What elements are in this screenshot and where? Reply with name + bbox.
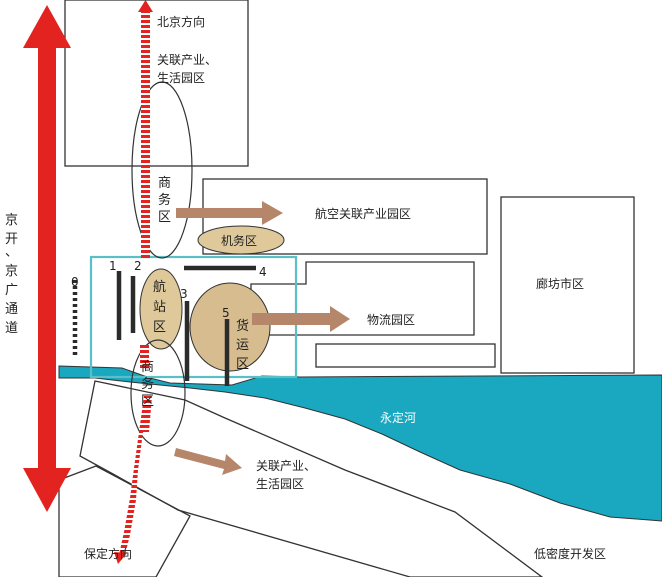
southwest-block [58, 465, 191, 577]
small-strip-block [315, 343, 496, 368]
corridor-arrowhead-down [23, 468, 71, 512]
south-axis-arrowhead [114, 552, 127, 564]
logistics-label: 物流园区 [367, 313, 415, 327]
cargo-zone [189, 282, 271, 372]
svg-text:区: 区 [141, 394, 154, 409]
south-industry-block [79, 380, 544, 577]
north-industry-label-1: 关联产业、 [157, 53, 217, 67]
corridor-label: 京 开 、 京 广 通 道 [5, 213, 18, 336]
corridor-arrowhead-up [23, 5, 71, 48]
svg-text:运: 运 [236, 338, 249, 353]
yongding-river-label: 永定河 [380, 410, 416, 425]
langfang-block [500, 196, 635, 374]
south-axis-line [119, 396, 152, 555]
baoding-direction-label: 保定方向 [84, 546, 132, 561]
svg-text:务: 务 [141, 376, 154, 392]
svg-text:航: 航 [153, 279, 166, 295]
runway-number-3: 3 [180, 287, 188, 301]
business-district-north-outline [131, 81, 193, 259]
svg-text:区: 区 [153, 320, 166, 335]
langfang-label: 廊坊市区 [536, 276, 584, 291]
beijing-direction-label: 北京方向 [157, 14, 205, 29]
yongding-river [58, 365, 662, 522]
runway-number-1: 1 [109, 259, 117, 273]
svg-text:、: 、 [5, 245, 18, 260]
svg-text:商: 商 [141, 360, 154, 375]
north-industry-label-2: 生活园区 [157, 71, 205, 85]
north-axis-line [141, 8, 150, 258]
south-industry-label-1: 关联产业、 [256, 459, 316, 473]
business-district-south-outline [130, 339, 186, 447]
north-axis-arrowhead [138, 0, 153, 12]
south-industry-arrow [174, 448, 242, 475]
business-district-north-label: 商 务 区 [158, 176, 171, 225]
airport-maintenance-zone [197, 225, 285, 255]
terminal-zone [139, 268, 183, 350]
runway-number-0: 0 [71, 275, 79, 289]
svg-text:商: 商 [158, 176, 171, 191]
svg-text:区: 区 [236, 357, 249, 372]
logistics-arrow [252, 306, 350, 332]
svg-text:站: 站 [153, 300, 166, 315]
corridor-arrow-shaft [38, 42, 56, 482]
svg-text:区: 区 [158, 210, 171, 225]
runway-number-4: 4 [259, 265, 267, 279]
airport-zone-label: 机务区 [221, 233, 257, 248]
aviation-industry-arrow [176, 201, 283, 225]
svg-text:道: 道 [5, 321, 18, 336]
svg-text:京: 京 [5, 213, 18, 228]
svg-text:开: 开 [5, 232, 18, 247]
runway-number-5: 5 [222, 306, 230, 320]
svg-text:广: 广 [5, 283, 18, 298]
south-industry-label-2: 生活园区 [256, 477, 304, 491]
runway-number-2: 2 [134, 259, 142, 273]
svg-text:京: 京 [5, 264, 18, 279]
svg-text:货: 货 [236, 318, 249, 334]
south-axis-line-upper [140, 345, 149, 370]
north-industry-block [64, 0, 249, 167]
terminal-zone-label: 航 站 区 [153, 279, 166, 335]
svg-text:务: 务 [158, 192, 171, 208]
business-district-south-label: 商 务 区 [141, 360, 154, 409]
cargo-zone-label: 货 运 区 [236, 318, 249, 372]
svg-text:通: 通 [5, 302, 18, 317]
aviation-industry-label: 航空关联产业园区 [315, 206, 411, 221]
low-density-label: 低密度开发区 [534, 546, 606, 561]
